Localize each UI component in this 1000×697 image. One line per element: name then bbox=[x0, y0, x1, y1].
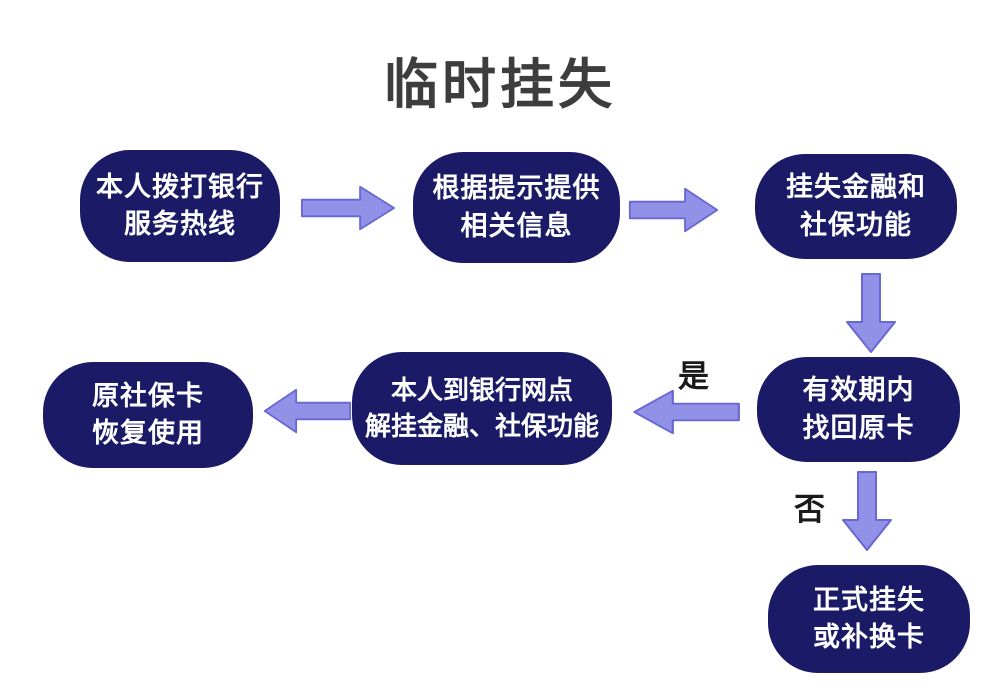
edge-label-yes: 是 bbox=[678, 359, 709, 394]
node-text-line: 相关信息 bbox=[460, 210, 573, 241]
node-formal-loss-or-replace: 正式挂失 或补换卡 bbox=[768, 565, 970, 673]
node-resume-card-use: 原社保卡 恢复使用 bbox=[43, 362, 253, 468]
node-text-line: 有效期内 bbox=[802, 375, 915, 406]
node-text-line: 或补换卡 bbox=[813, 622, 925, 652]
node-report-loss: 挂失金融和 社保功能 bbox=[755, 154, 957, 259]
arrow-left-icon bbox=[262, 387, 352, 435]
node-text-line: 根据提示提供 bbox=[432, 173, 601, 204]
arrow-left-yes-icon bbox=[631, 388, 741, 436]
node-text-line: 找回原卡 bbox=[802, 412, 915, 443]
node-text-line: 本人到银行网点 bbox=[390, 374, 573, 405]
node-text-line: 恢复使用 bbox=[92, 418, 204, 448]
node-text-line: 解挂金融、社保功能 bbox=[364, 410, 599, 441]
node-text-line: 原社保卡 bbox=[92, 380, 204, 411]
arrow-down-icon bbox=[845, 272, 897, 354]
arrow-down-no-icon bbox=[841, 470, 893, 552]
arrow-right-icon bbox=[628, 186, 720, 234]
node-text-line: 正式挂失 bbox=[813, 584, 925, 615]
node-call-bank-hotline: 本人拨打银行 服务热线 bbox=[80, 150, 280, 262]
node-unfreeze-functions: 本人到银行网点 解挂金融、社保功能 bbox=[352, 352, 612, 465]
node-text-line: 社保功能 bbox=[800, 209, 912, 240]
node-text-line: 服务热线 bbox=[124, 209, 236, 239]
node-text-line: 本人拨打银行 bbox=[96, 171, 264, 202]
page-title: 临时挂失 bbox=[384, 55, 616, 115]
node-find-original-card: 有效期内 找回原卡 bbox=[757, 357, 960, 462]
arrow-right-icon bbox=[300, 184, 397, 232]
node-provide-info: 根据提示提供 相关信息 bbox=[413, 152, 620, 263]
edge-label-no: 否 bbox=[794, 492, 825, 527]
node-text-line: 挂失金融和 bbox=[786, 172, 926, 203]
